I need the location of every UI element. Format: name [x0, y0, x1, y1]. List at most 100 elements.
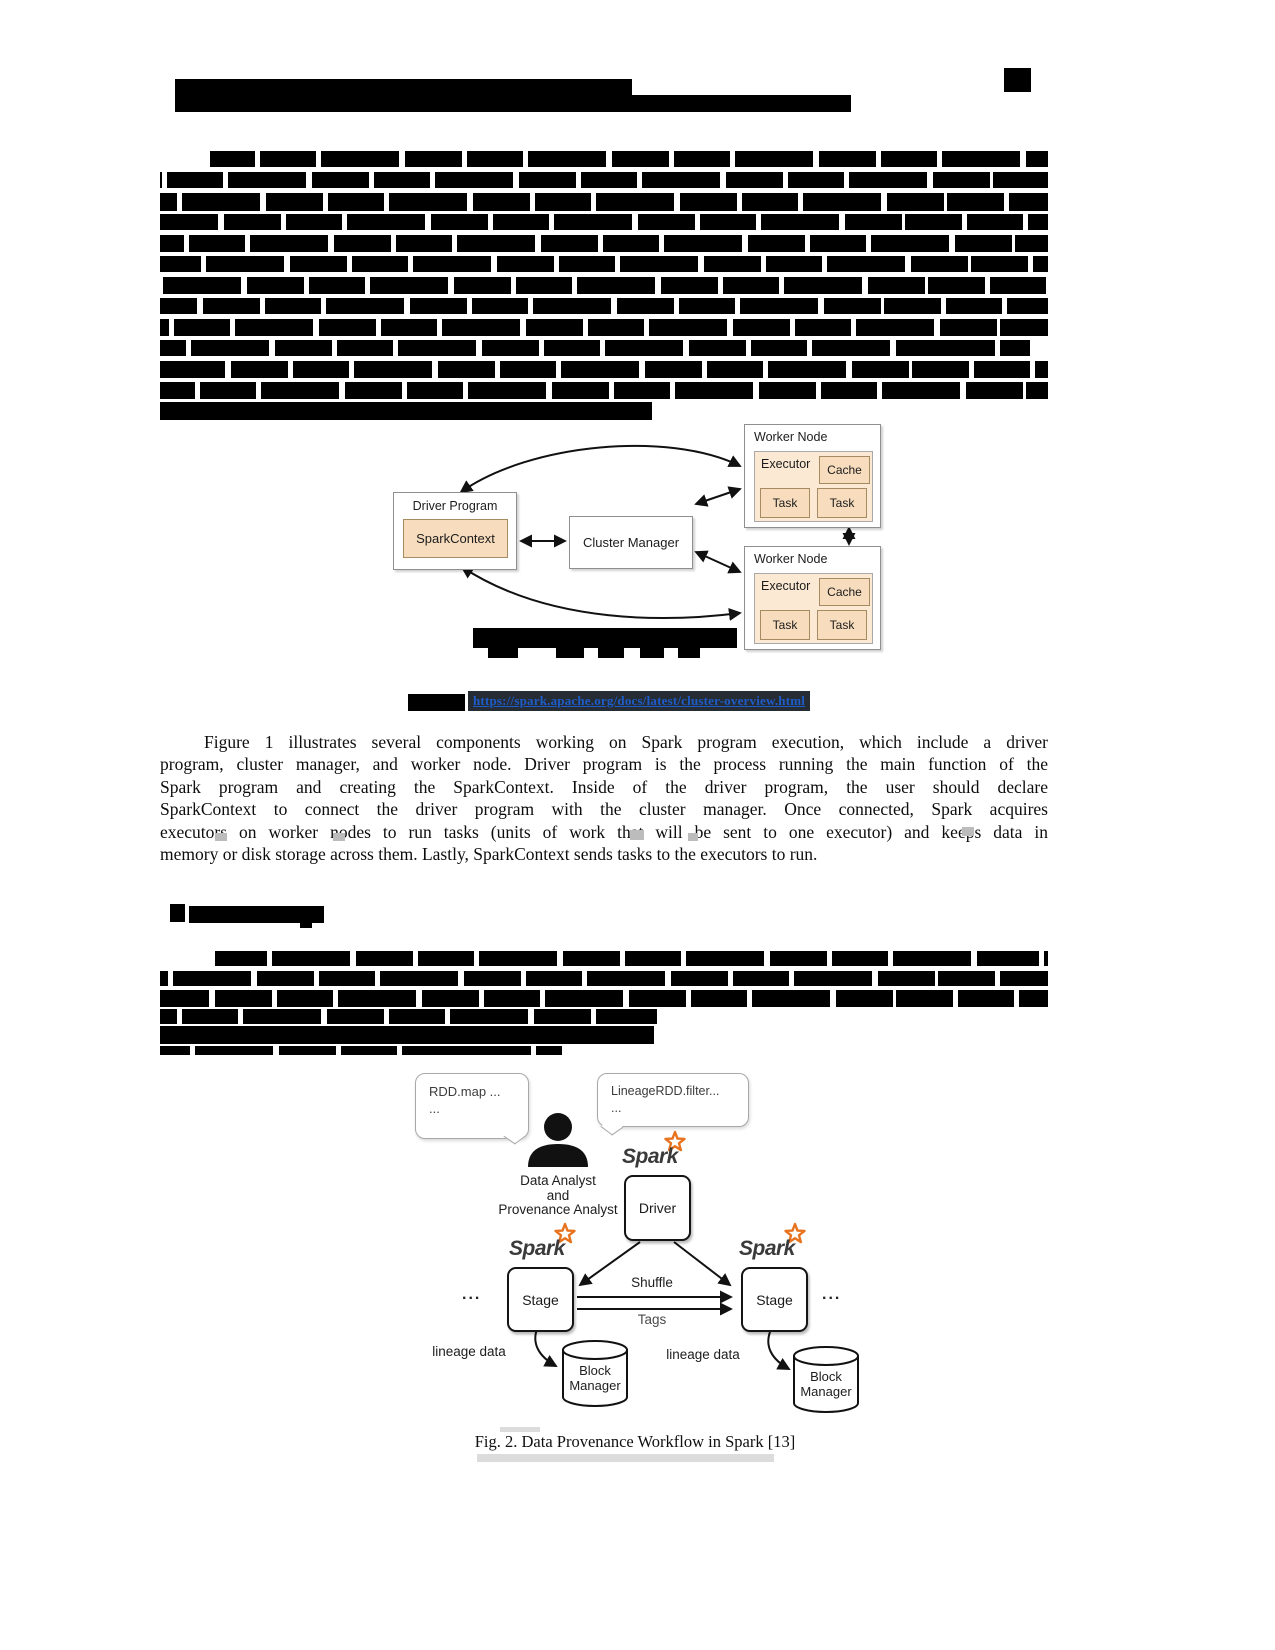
redacted-text-line [160, 1009, 657, 1024]
redacted-text-line [160, 193, 1048, 211]
stage-node-right: Stage [741, 1267, 808, 1332]
bubble-text: RDD.map ... [429, 1084, 501, 1099]
arrow-clustermanager-worker1 [694, 486, 742, 507]
task-label: Task [772, 618, 798, 632]
selection-artifact [688, 833, 698, 841]
task-box: Task [817, 610, 867, 640]
task-label: Task [829, 496, 855, 510]
redacted-text-line [160, 319, 1048, 336]
speech-bubble-rdd: RDD.map ... ... [415, 1073, 529, 1145]
selection-artifact [477, 1454, 774, 1462]
redacted-text-line [160, 214, 1048, 230]
bubble-text: LineageRDD.filter... [611, 1084, 720, 1098]
block-manager-label: Block Manager [562, 1363, 628, 1393]
arrow-lineage-left [534, 1328, 558, 1367]
stage-node-left: Stage [507, 1267, 574, 1332]
paragraph-line: memory or disk storage across them. Last… [160, 844, 818, 865]
bubble-tail [600, 1118, 624, 1136]
block-manager-line: Manager [800, 1384, 852, 1399]
task-box: Task [817, 488, 867, 518]
figure1-caption-redacted-fragment [556, 648, 584, 658]
source-link[interactable]: https://spark.apache.org/docs/latest/clu… [468, 691, 811, 711]
task-label: Task [772, 496, 798, 510]
arrow-driver-worker2 [460, 565, 742, 621]
redacted-text-line [160, 256, 1048, 272]
executor-container: Executor Cache Task Task [754, 573, 873, 644]
bubble-text: ... [611, 1101, 622, 1115]
worker-node-2-box: Worker Node Executor Cache Task Task [744, 546, 881, 650]
redacted-text-line [160, 1026, 654, 1044]
driver-program-box: Driver Program SparkContext [393, 492, 517, 570]
selection-artifact [333, 833, 345, 841]
figure1-caption-redacted-fragment [640, 648, 664, 658]
redacted-text-line [160, 361, 1048, 378]
task-box: Task [760, 610, 810, 640]
driver-program-label: Driver Program [412, 499, 498, 513]
worker-node-2-title: Worker Node [754, 552, 828, 566]
ellipsis: ... [822, 1286, 842, 1303]
redacted-text-line [215, 951, 1048, 966]
worker-node-1-title: Worker Node [754, 430, 828, 444]
analyst-label-line: Provenance Analyst [498, 1202, 618, 1217]
analyst-label-line: and [546, 1187, 570, 1203]
stage-label: Stage [522, 1291, 559, 1308]
driver-label: Driver [638, 1200, 677, 1216]
cache-box: Cache [819, 578, 870, 606]
redacted-text-line [160, 298, 1048, 314]
paragraph-line: program, cluster manager, and worker nod… [160, 754, 1048, 775]
selection-artifact [962, 827, 974, 836]
figure2-provenance-workflow-diagram: RDD.map ... ... LineageRDD.filter... ...… [390, 1060, 880, 1425]
shuffle-label: Shuffle [631, 1275, 673, 1290]
executor-label: Executor [761, 457, 811, 471]
bubble-text: ... [429, 1101, 440, 1116]
figure1-spark-cluster-diagram: Driver Program SparkContext Cluster Mana… [340, 395, 900, 660]
redacted-title-line-2 [175, 95, 851, 112]
analyst-label: Data Analyst and Provenance Analyst [488, 1173, 628, 1218]
spark-logo: Spark [509, 1237, 565, 1260]
redacted-text-line [160, 1046, 562, 1055]
block-manager-line: Manager [569, 1378, 621, 1393]
redacted-section-title-fragment [300, 922, 312, 928]
redacted-page-number [1004, 68, 1031, 92]
arrow-lineage-right [767, 1331, 791, 1370]
spark-context-label: SparkContext [416, 531, 495, 546]
redacted-text-line [160, 990, 1048, 1007]
worker-node-1-box: Worker Node Executor Cache Task Task [744, 424, 881, 528]
cluster-manager-box: Cluster Manager [569, 516, 693, 569]
figure1-caption-redacted-fragment [598, 648, 624, 658]
figure1-caption-redacted-fragment [678, 648, 700, 658]
redacted-text-line [160, 340, 1030, 356]
paragraph-line: SparkContext to connect the driver progr… [160, 799, 1048, 820]
analyst-label-line: Data Analyst [520, 1173, 596, 1188]
paragraph-line: executors on worker nodes to run tasks (… [160, 821, 1048, 842]
redacted-title-line-1 [175, 79, 632, 97]
ellipsis: ... [462, 1286, 482, 1303]
arrow-driver-worker1 [459, 444, 742, 494]
figure1-caption-redacted-fragment [488, 648, 518, 658]
redacted-section-title [189, 906, 324, 923]
redacted-section-number [170, 904, 185, 922]
cluster-manager-label: Cluster Manager [582, 535, 680, 550]
bubble-tail [503, 1127, 527, 1145]
spark-logo: Spark [622, 1145, 678, 1168]
redacted-text-line [160, 971, 1048, 986]
redacted-text-line [210, 151, 1048, 167]
figure1-caption-redacted [473, 628, 737, 648]
redacted-source-label [408, 694, 465, 711]
paragraph-line: Figure 1 illustrates several components … [204, 732, 1048, 752]
arrow-clustermanager-worker2 [694, 550, 742, 574]
redacted-text-line [160, 402, 652, 420]
executor-container: Executor Cache Task Task [754, 451, 873, 522]
lineage-data-label: lineage data [666, 1347, 740, 1362]
lineage-data-label: lineage data [432, 1344, 506, 1359]
block-manager-line: Block [810, 1369, 842, 1384]
redacted-text-line [160, 235, 1048, 252]
cache-label: Cache [827, 463, 862, 477]
executor-label: Executor [761, 579, 811, 593]
cache-box: Cache [819, 456, 870, 484]
task-label: Task [829, 618, 855, 632]
selection-artifact [215, 833, 227, 841]
paragraph-line: Spark program and creating the SparkCont… [160, 776, 1048, 797]
redacted-text-line [160, 382, 1048, 399]
